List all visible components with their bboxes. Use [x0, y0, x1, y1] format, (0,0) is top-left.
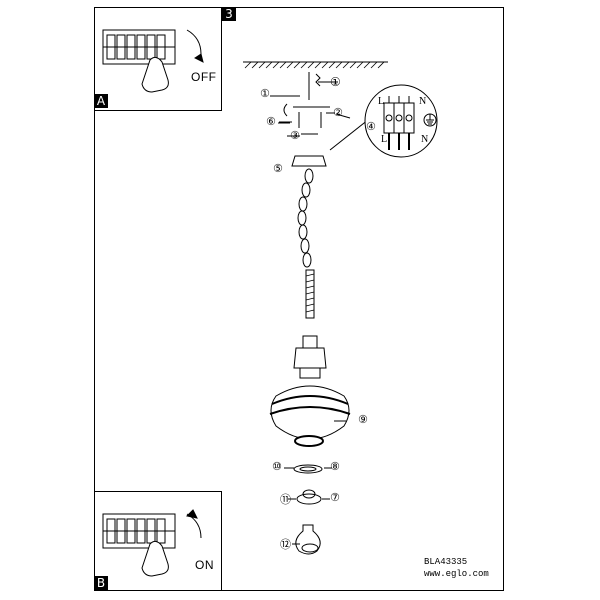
page-frame: [94, 7, 504, 591]
wall-plug: [315, 73, 321, 87]
terminal-block: [383, 96, 415, 150]
terminal-label-n-bottom: N: [421, 134, 429, 145]
step-number-4: ④: [366, 120, 376, 133]
ground-icon: [423, 113, 437, 127]
step-number-3: ③: [290, 129, 300, 142]
website-url: www.eglo.com: [424, 569, 489, 579]
lamp-holder: [293, 347, 327, 369]
switch-on-label: ON: [195, 558, 214, 572]
ceiling-hatch: [244, 61, 385, 69]
step-number-1b: ①: [330, 75, 341, 89]
page-number-badge: 3: [222, 7, 236, 21]
step-number-1: ①: [260, 87, 270, 100]
step-number-7: ⑦: [330, 491, 340, 504]
switch-off-label: OFF: [191, 70, 217, 84]
step-number-10: ⑩: [272, 460, 282, 473]
lamp-holder-top: [302, 335, 318, 349]
step-number-12: ⑫: [280, 538, 291, 551]
panel-b: B ON: [94, 491, 222, 591]
panel-a-label: A: [94, 94, 108, 108]
shade-ring: [293, 464, 323, 474]
glass-screw-ring: [296, 493, 322, 505]
step-number-6: ⑥: [266, 115, 276, 128]
light-bulb: [295, 524, 321, 555]
canopy: [291, 155, 327, 167]
glass-shade: [270, 385, 350, 440]
panel-b-label: B: [94, 576, 108, 590]
breaker-off-illustration: [102, 29, 204, 93]
step-number-8: ⑧: [330, 460, 340, 473]
step-number-5: ⑤: [273, 162, 283, 175]
step-number-2: ②: [333, 106, 343, 119]
step-number-11: ⑪: [280, 493, 291, 506]
panel-a: A OFF: [94, 7, 222, 111]
terminal-label-l-top: L: [378, 96, 385, 107]
step-number-9: ⑨: [358, 413, 368, 426]
product-code: BLA43335: [424, 557, 468, 567]
terminal-label-l-bottom: L: [381, 134, 388, 145]
terminal-label-n-top: N: [419, 96, 427, 107]
chain: [297, 168, 314, 268]
breaker-on-illustration: [102, 509, 202, 577]
